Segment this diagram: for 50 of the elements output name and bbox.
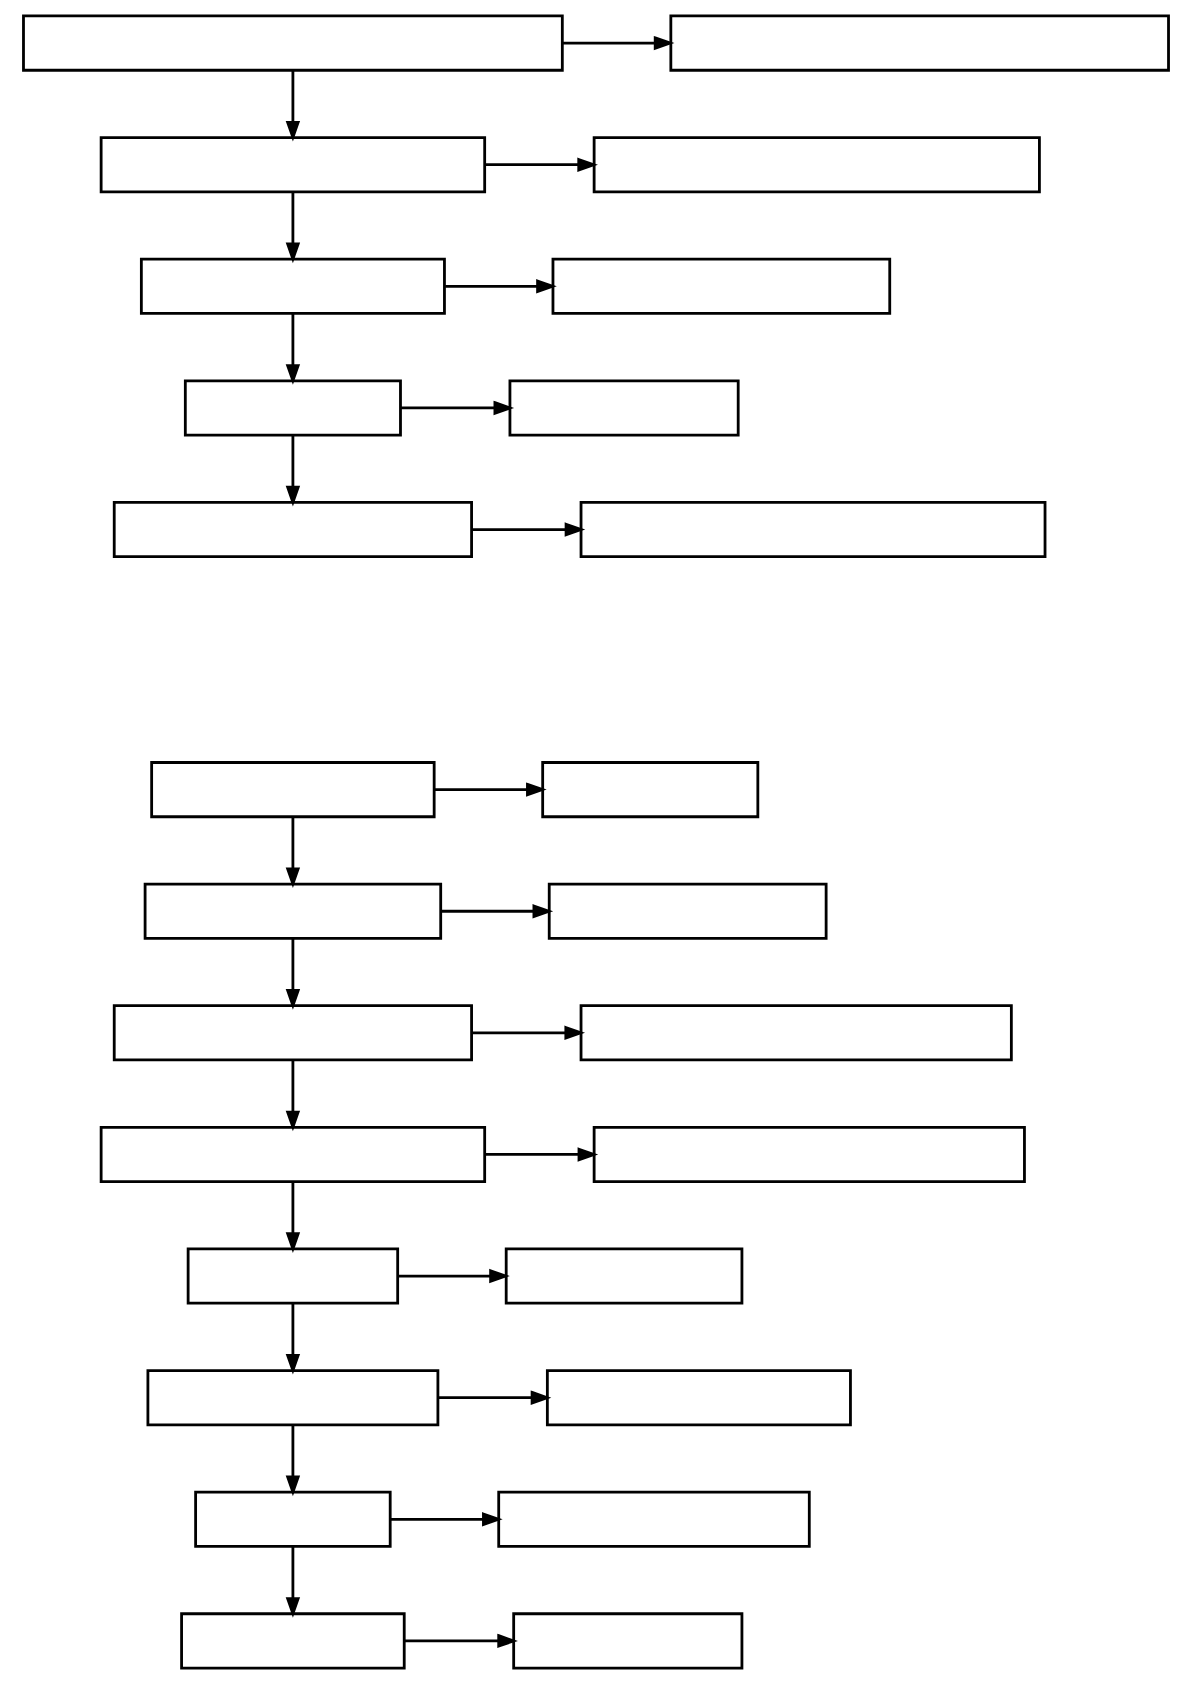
arrow [285,70,300,142]
arrow [285,313,300,385]
arrow [437,1390,551,1405]
node-box [504,1247,743,1305]
node-box [146,1369,439,1427]
node-box [668,14,1170,72]
arrow [285,1060,300,1132]
node-box [592,1125,1026,1183]
node-box [112,501,473,559]
arrow [471,1025,585,1041]
arrow [397,1268,510,1284]
node-box [551,257,891,315]
node-box [186,1247,399,1305]
arrow [444,279,557,294]
arrow [484,1147,598,1162]
arrow [285,435,300,507]
arrow [400,400,514,416]
arrow [285,1181,300,1253]
arrow [285,938,300,1010]
node-box [99,1125,486,1183]
node-box [139,257,446,315]
node-box [508,379,740,437]
arrow [440,904,553,919]
arrow [285,817,300,889]
arrow [484,157,598,172]
node-box [579,501,1046,559]
arrow [285,1425,300,1497]
node-box [511,1612,743,1670]
node-box [149,761,436,819]
arrow [285,192,300,264]
node-box [545,1369,852,1427]
arrow [434,782,547,797]
node-box [592,136,1041,194]
arrow [285,1303,300,1375]
node-box [496,1490,811,1548]
node-box [183,379,402,437]
node-box [99,136,486,194]
node-box [112,1004,473,1062]
node-box [547,882,828,940]
node-box [143,882,442,940]
arrow [389,1512,503,1527]
node-box [179,1612,406,1670]
arrow [471,522,585,537]
node-box [193,1490,392,1548]
node-box [21,14,564,72]
arrow [285,1546,300,1618]
arrow [562,35,674,51]
node-box [540,761,759,819]
arrow [404,1633,518,1649]
node-box [579,1004,1013,1062]
